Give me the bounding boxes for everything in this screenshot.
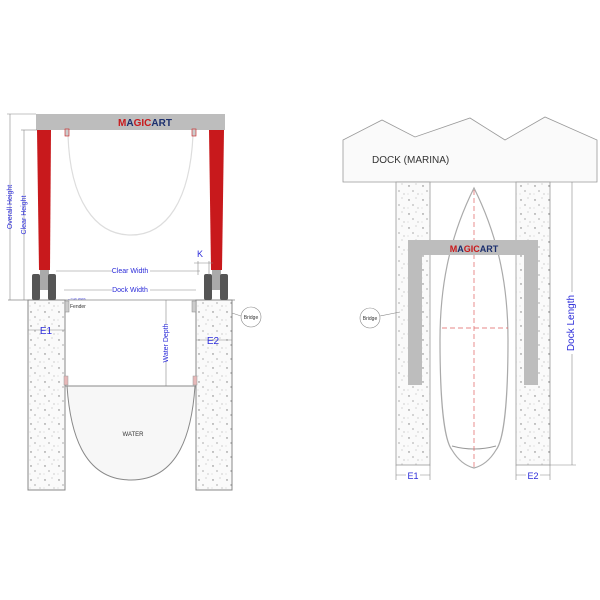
magicart-logo-top: MAGICART [450,244,499,254]
left-wheel-outer [32,274,40,300]
right-wheel-outer [220,274,228,300]
right-sling-clip [192,375,198,386]
k-label: K [197,249,203,259]
water-basin [66,385,196,481]
gantry-top-view [408,240,538,385]
front-dimension-lines [7,113,242,386]
overall-height-label: Overall Height [7,185,14,229]
front-view: WATER Fender ~ Curb Width MAGICART [7,113,262,491]
curb-width-label: ~ Curb Width [68,297,86,301]
right-hook [191,128,197,137]
bridge-callout-top [359,307,381,329]
bridge-callout [240,306,262,328]
e1-label: E1 [40,326,53,337]
right-dock-pillar [195,299,233,491]
left-red-leg [37,130,51,270]
dock-length-label: Dock Length [566,295,577,351]
top-view: DOCK (MARINA) MAGICART Dock Length E1 E2… [342,116,598,481]
e2-top-label: E2 [527,471,538,481]
right-fender [191,300,197,313]
dock-width-label: Dock Width [112,287,148,294]
magicart-logo: MAGICART [118,118,172,129]
right-red-leg [209,130,224,270]
left-sling-clip [63,375,69,386]
bridge-top-label: Bridge [363,316,378,322]
dock-marina-label: DOCK (MARINA) [372,155,449,166]
lifting-sling [67,134,194,236]
e2-label: E2 [207,336,220,347]
fender-label: Fender [70,304,86,310]
left-hook [64,128,70,137]
bridge-label: Bridge [244,315,259,321]
clear-width-label: Clear Width [112,268,149,275]
left-leg-base [40,270,49,290]
clear-height-label: Clear Height [21,195,28,234]
water-depth-label: Water Depth [163,323,170,362]
dock-marina [342,116,598,183]
left-wheel-inner [48,274,56,300]
e1-top-label: E1 [407,471,418,481]
left-dock-pillar [27,299,66,491]
right-leg-base [212,270,221,290]
top-beam [36,114,225,130]
left-fender [64,300,70,313]
water-label: WATER [123,432,145,438]
right-wheel-inner [204,274,212,300]
